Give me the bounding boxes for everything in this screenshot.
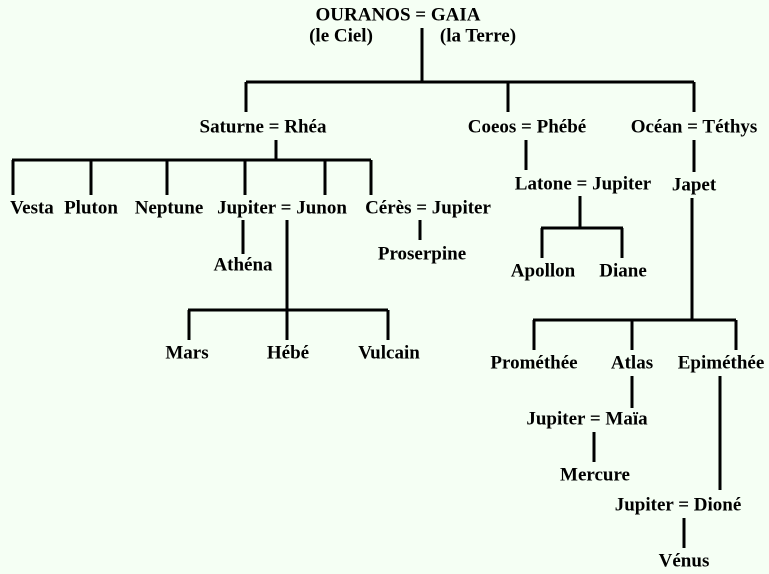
node-vesta: Vesta <box>10 197 54 219</box>
node-proserpine: Proserpine <box>377 243 467 265</box>
node-venus: Vénus <box>658 550 710 572</box>
node-athena: Athéna <box>213 254 273 276</box>
node-atlas: Atlas <box>610 352 654 374</box>
node-jupiter-junon: Jupiter = Junon <box>217 197 347 219</box>
node-jupiter-maia: Jupiter = Maïa <box>526 408 648 430</box>
node-epimethee: Epiméthée <box>677 352 765 374</box>
node-hebe: Hébé <box>266 342 310 364</box>
node-latone-jupiter: Latone = Jupiter <box>514 173 652 195</box>
node-pluton: Pluton <box>64 197 118 219</box>
node-neptune: Neptune <box>134 197 204 219</box>
node-diane: Diane <box>599 260 647 282</box>
node-saturne-rhea: Saturne = Rhéa <box>199 116 327 138</box>
root-couple: OURANOS = GAIA <box>315 4 481 26</box>
node-coeos-phebe: Coeos = Phébé <box>467 116 587 138</box>
node-ocean-tethys: Océan = Téthys <box>630 116 758 138</box>
node-mercure: Mercure <box>560 464 630 486</box>
node-jupiter-dione: Jupiter = Dioné <box>614 494 742 516</box>
node-mars: Mars <box>165 342 209 364</box>
node-promethee: Prométhée <box>490 352 578 374</box>
root-left-subtitle: (le Ciel) <box>309 25 373 47</box>
node-ceres-jupiter: Cérès = Jupiter <box>365 197 491 219</box>
node-apollon: Apollon <box>510 260 576 282</box>
node-japet: Japet <box>671 174 717 196</box>
node-vulcain: Vulcain <box>358 342 420 364</box>
root-right-subtitle: (la Terre) <box>439 25 517 47</box>
